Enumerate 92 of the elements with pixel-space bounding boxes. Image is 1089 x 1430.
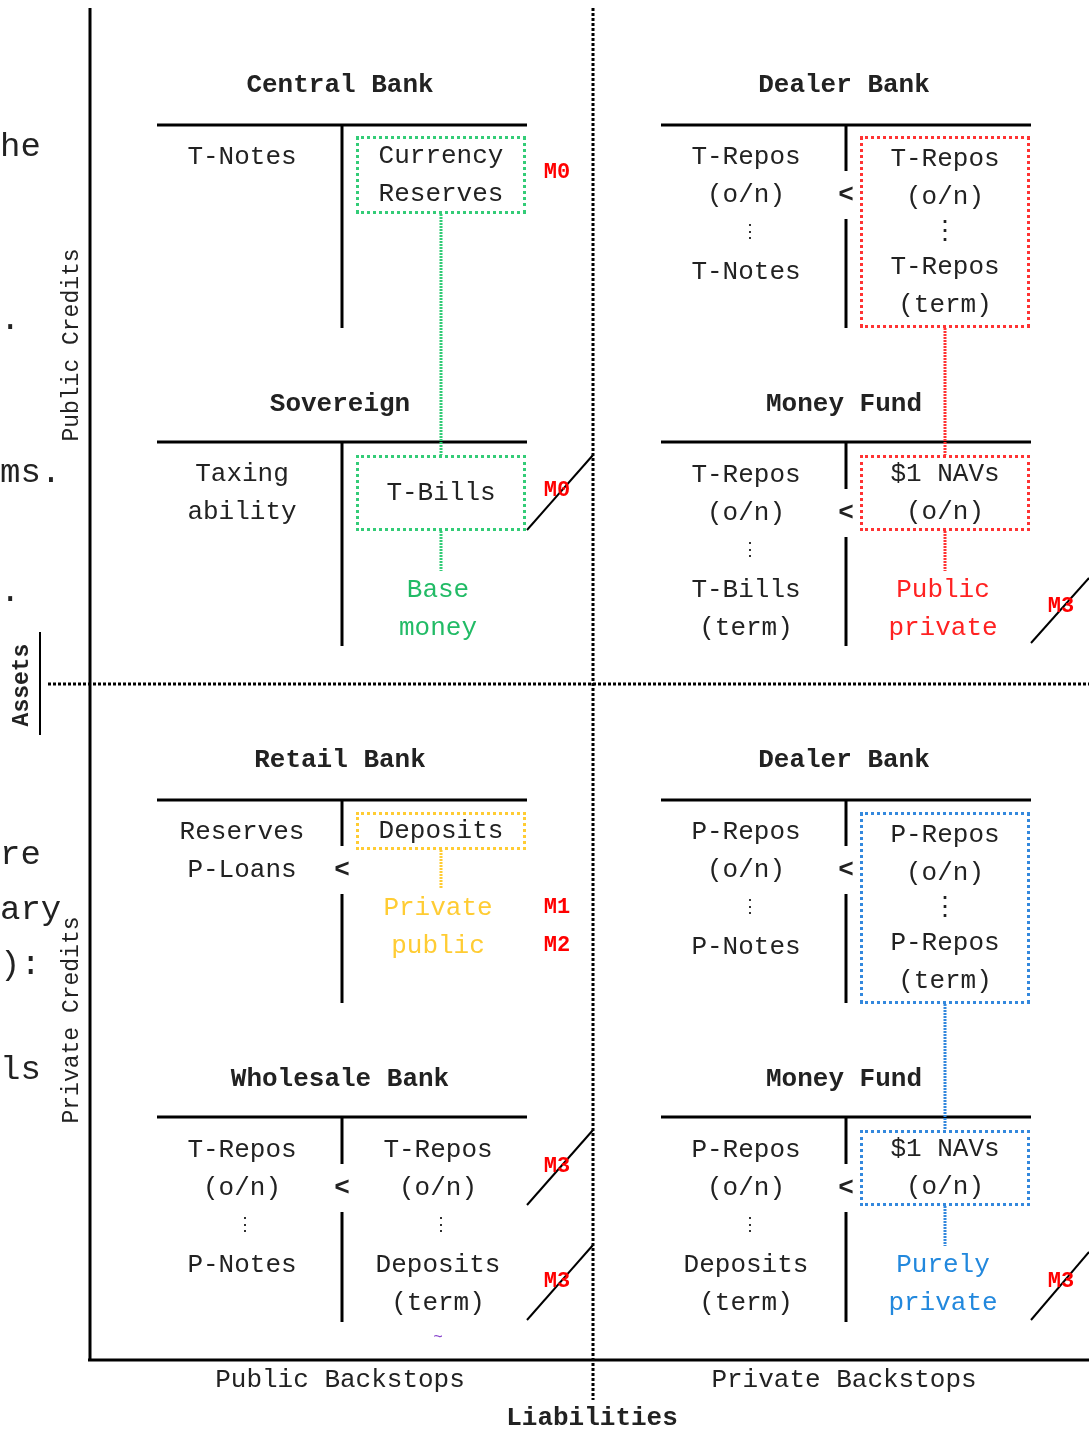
axis-label: Public Credits xyxy=(60,248,84,442)
entry-text: T-Bills xyxy=(691,574,801,607)
account-box xyxy=(356,136,526,214)
less-than-sign: < xyxy=(334,858,350,882)
ellipsis: ⋮ xyxy=(741,896,759,918)
account-box xyxy=(860,455,1030,531)
account-box xyxy=(860,1130,1030,1206)
money-label: Public private xyxy=(880,571,1006,647)
account-box xyxy=(356,455,526,531)
entry-text: P-Repos xyxy=(691,1134,801,1167)
less-than-sign: < xyxy=(838,1176,854,1200)
money-aggregate-label: M0 xyxy=(543,159,571,187)
entry-text: (o/n) xyxy=(399,1172,477,1205)
entry-text: (o/n) xyxy=(707,854,785,887)
connector-line xyxy=(943,1206,947,1246)
less-than-sign: < xyxy=(838,183,854,207)
clipped-text: he xyxy=(0,127,41,167)
money-label: Base money xyxy=(380,571,496,647)
entry-text: ⋮ xyxy=(932,892,958,924)
entry-text: P-Repos (o/n) xyxy=(889,819,1001,890)
account-title: Wholesale Bank xyxy=(230,1063,450,1096)
money-label: Private public xyxy=(380,889,496,965)
entry-text: $1 NAVs (o/n) xyxy=(889,1133,1001,1204)
entry-text: P-Notes xyxy=(187,1249,297,1282)
entry-text: $1 NAVs (o/n) xyxy=(889,458,1001,529)
entry-text: Reserves xyxy=(179,816,305,849)
connector-line xyxy=(439,214,443,455)
money-label: Purely private xyxy=(880,1246,1006,1322)
entry-text: T-Repos xyxy=(691,141,801,174)
account-title: Liabilities xyxy=(506,1402,678,1430)
entry-text: Taxing ability xyxy=(186,458,298,529)
less-than-sign: < xyxy=(838,501,854,525)
account-title: Money Fund xyxy=(766,388,922,421)
entry-text: (o/n) xyxy=(707,179,785,212)
entry-text: (o/n) xyxy=(203,1172,281,1205)
account-box xyxy=(860,812,1030,1004)
clipped-text: . xyxy=(0,572,21,612)
clipped-text: . xyxy=(0,300,21,340)
account-box xyxy=(860,136,1030,328)
entry-text: T-Repos xyxy=(691,459,801,492)
entry-text: T-Notes xyxy=(691,256,801,289)
connector-line xyxy=(439,850,443,889)
ellipsis: ⋮ xyxy=(741,221,759,243)
entry-text: (o/n) xyxy=(707,497,785,530)
entry-text: Deposits xyxy=(683,1249,809,1282)
entry-text: T-Repos (o/n) xyxy=(889,143,1001,214)
entry-text: T-Notes xyxy=(187,141,297,174)
account-title: Central Bank xyxy=(246,69,434,102)
entry-text: P-Loans xyxy=(187,854,297,887)
entry-text: (term) xyxy=(391,1287,485,1320)
entry-text: ⋮ xyxy=(932,216,958,248)
axis-label: Private Credits xyxy=(60,916,84,1124)
ellipsis: ⋮ xyxy=(236,1214,254,1236)
clipped-text: re xyxy=(0,835,41,875)
entry-text: P-Repos xyxy=(691,816,801,849)
entry-text: T-Bills xyxy=(386,477,496,510)
entry-text: (o/n) xyxy=(707,1172,785,1205)
entry-text: P-Repos (term) xyxy=(889,927,1001,998)
account-title: Dealer Bank xyxy=(758,744,930,777)
account-title: Sovereign xyxy=(269,388,411,421)
connector-line xyxy=(943,531,947,571)
clipped-text: ): xyxy=(0,945,41,985)
clipped-text: ms. xyxy=(0,453,62,493)
entry-text: Private Backstops xyxy=(711,1364,977,1397)
ellipsis: ⋮ xyxy=(741,539,759,561)
clipped-text: ls xyxy=(0,1050,41,1090)
tilde-mark: ~ xyxy=(433,1329,443,1347)
account-title: Dealer Bank xyxy=(758,69,930,102)
connector-line xyxy=(943,1004,947,1130)
connector-line xyxy=(439,531,443,571)
axis-title: Assets xyxy=(9,643,35,727)
ellipsis: ⋮ xyxy=(432,1214,450,1236)
less-than-sign: < xyxy=(838,858,854,882)
money-aggregate-label: M2 xyxy=(543,932,571,960)
entry-text: T-Repos xyxy=(383,1134,493,1167)
entry-text: T-Repos xyxy=(187,1134,297,1167)
money-aggregate-label: M1 xyxy=(543,894,571,922)
entry-text: Public Backstops xyxy=(215,1364,465,1397)
entry-text: Currency Reserves xyxy=(377,140,505,211)
account-box xyxy=(356,812,526,850)
account-title: Retail Bank xyxy=(254,744,426,777)
less-than-sign: < xyxy=(334,1176,350,1200)
clipped-text: ary xyxy=(0,890,62,929)
entry-text: P-Notes xyxy=(691,931,801,964)
entry-text: T-Repos (term) xyxy=(889,251,1001,322)
entry-text: Deposits xyxy=(375,1249,501,1282)
entry-text: (term) xyxy=(699,1287,793,1320)
entry-text: Deposits xyxy=(378,815,504,848)
ellipsis: ⋮ xyxy=(741,1214,759,1236)
account-title: Money Fund xyxy=(766,1063,922,1096)
connector-line xyxy=(943,328,947,455)
entry-text: (term) xyxy=(699,612,793,645)
